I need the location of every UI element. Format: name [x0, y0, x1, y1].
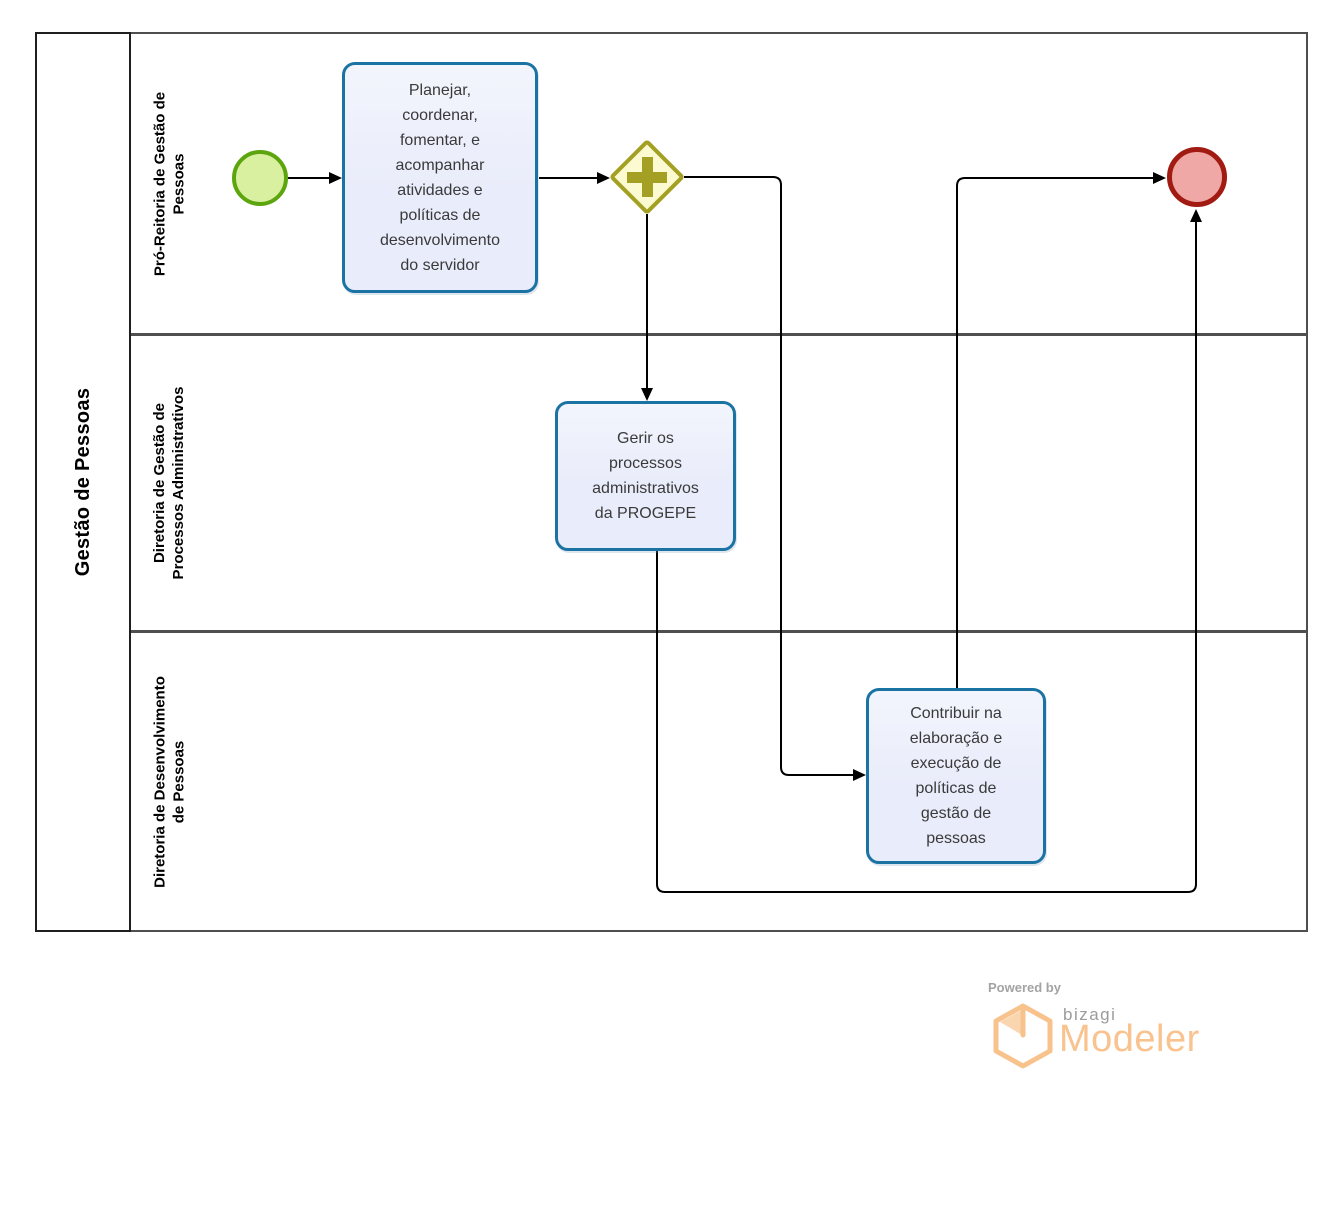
task-contribuir-label: Contribuir na elaboração e execução de p…	[909, 705, 1003, 847]
flow-start-to-task1-arrowhead	[329, 172, 342, 184]
start-event[interactable]	[232, 150, 288, 206]
end-event[interactable]	[1167, 147, 1227, 207]
pool-label-cell	[35, 32, 131, 932]
bizagi-wordmark: bizagi	[1063, 1005, 1117, 1024]
task-contribuir[interactable]: Contribuir na elaboração e execução de p…	[866, 688, 1046, 864]
powered-by-text: Powered by	[988, 980, 1061, 995]
flow-task3-to-end	[956, 177, 1153, 688]
flow-gateway-to-task2-arrowhead	[641, 388, 653, 401]
parallel-gateway[interactable]	[608, 138, 686, 216]
task-gerir-label: Gerir os processos administrativos da PR…	[592, 430, 699, 522]
flow-gateway-to-task3	[684, 176, 853, 776]
flow-gateway-to-task3-arrowhead	[853, 769, 866, 781]
plus-icon	[641, 157, 653, 197]
task-planejar-label: Planejar, coordenar, fomentar, e acompan…	[379, 81, 501, 274]
modeler-wordmark: Modeler	[1059, 1018, 1200, 1060]
flow-task2-to-end-arrowhead	[1190, 209, 1202, 222]
flow-task1-to-gateway-arrowhead	[597, 172, 610, 184]
flow-task2-to-end	[656, 222, 1197, 893]
bizagi-hexagon-icon	[993, 1003, 1053, 1069]
lane-divider-2	[131, 630, 1308, 633]
flow-task3-to-end-arrowhead	[1153, 172, 1166, 184]
task-gerir[interactable]: Gerir os processos administrativos da PR…	[555, 401, 736, 551]
lane-divider-1	[131, 333, 1308, 336]
task-planejar[interactable]: Planejar, coordenar, fomentar, e acompan…	[342, 62, 538, 293]
